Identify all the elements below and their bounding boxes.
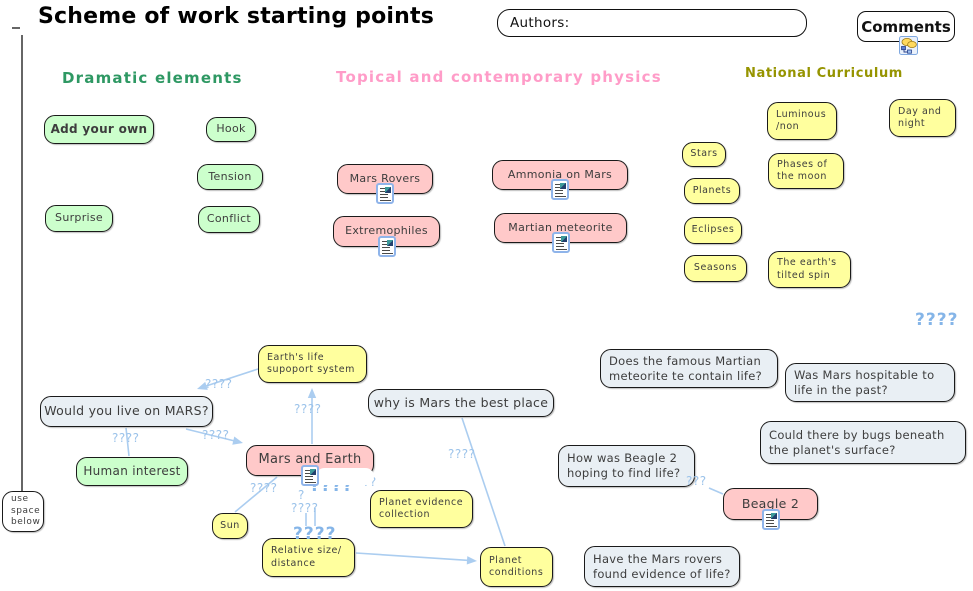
node-have-rovers-found[interactable]: Have the Mars rovers found evidence of l… xyxy=(584,546,740,587)
comments-diagram-icon xyxy=(899,36,918,55)
link-label[interactable]: ???? xyxy=(250,481,278,495)
link-label[interactable]: ???? xyxy=(293,524,337,544)
document-icon[interactable] xyxy=(551,232,570,253)
node-ammonia-on-mars[interactable]: Ammonia on Mars xyxy=(492,160,628,200)
link-label[interactable]: ???? xyxy=(112,431,140,445)
node-day-and-night[interactable]: Day and night xyxy=(889,99,956,137)
node-could-there-be-bugs[interactable]: Could there by bugs beneath the planet's… xyxy=(760,421,966,464)
node-stars[interactable]: Stars xyxy=(682,142,726,167)
node-luminous-non[interactable]: Luminous /non xyxy=(767,102,837,140)
node-seasons[interactable]: Seasons xyxy=(684,255,747,282)
node-add-your-own[interactable]: Add your own xyxy=(44,115,154,144)
node-tension[interactable]: Tension xyxy=(197,164,263,190)
comments-label: Comments xyxy=(861,17,951,36)
node-eclipses[interactable]: Eclipses xyxy=(684,217,742,244)
heading-dramatic-elements: Dramatic elements xyxy=(62,69,243,87)
node-mars-and-earth[interactable]: Mars and Earth xyxy=(246,445,374,486)
node-blank-overlay[interactable] xyxy=(316,468,374,485)
document-icon[interactable] xyxy=(376,183,394,204)
node-why-is-mars-best[interactable]: why is Mars the best place xyxy=(368,389,554,417)
link-label[interactable]: ???? xyxy=(294,402,322,416)
document-icon[interactable] xyxy=(761,509,780,530)
link-label[interactable]: ???? xyxy=(915,310,959,330)
node-sun[interactable]: Sun xyxy=(212,513,248,539)
authors-field[interactable]: Authors: xyxy=(497,9,807,37)
document-icon[interactable] xyxy=(551,179,569,200)
link-label[interactable]: ???? xyxy=(205,377,233,391)
node-extremophiles[interactable]: Extremophiles xyxy=(333,216,440,257)
document-icon[interactable] xyxy=(377,236,396,257)
node-use-space-below[interactable]: use space below xyxy=(2,491,44,532)
node-hook[interactable]: Hook xyxy=(206,117,256,142)
link-label[interactable]: ???? xyxy=(291,501,319,515)
link-label[interactable]: ???? xyxy=(202,428,230,442)
link-label[interactable]: ??? xyxy=(686,474,707,488)
node-beagle-2[interactable]: Beagle 2 xyxy=(723,488,818,530)
page-title: Scheme of work starting points xyxy=(38,4,435,29)
link-label[interactable]: ???? xyxy=(448,447,476,461)
arrowhead xyxy=(466,556,477,565)
node-phases-of-the-moon[interactable]: Phases of the moon xyxy=(768,153,844,189)
node-was-mars-hospitable[interactable]: Was Mars hospitable to life in the past? xyxy=(785,363,955,402)
node-how-was-beagle2[interactable]: How was Beagle 2 hoping to find life? xyxy=(558,445,695,487)
node-relative-size-distance[interactable]: Relative size/ distance xyxy=(262,538,355,577)
comments-button[interactable]: Comments xyxy=(857,11,955,55)
heading-topical-physics: Topical and contemporary physics xyxy=(336,68,662,86)
arrowhead xyxy=(307,388,317,398)
document-icon[interactable] xyxy=(301,465,319,486)
node-conflict[interactable]: Conflict xyxy=(198,206,260,233)
link-line xyxy=(461,417,506,547)
node-mars-rovers[interactable]: Mars Rovers xyxy=(337,164,433,204)
node-surprise[interactable]: Surprise xyxy=(45,205,113,232)
link-label[interactable]: ? xyxy=(298,488,305,502)
node-earths-life-support[interactable]: Earth's life supoport system xyxy=(258,345,367,383)
node-human-interest[interactable]: Human interest xyxy=(76,457,188,486)
arrowhead xyxy=(232,436,243,445)
node-planet-evidence-collection[interactable]: Planet evidence collection xyxy=(370,490,473,528)
node-planets[interactable]: Planets xyxy=(684,178,740,204)
node-planet-conditions[interactable]: Planet conditions xyxy=(480,547,553,587)
node-martian-meteorite[interactable]: Martian meteorite xyxy=(494,213,627,253)
link-line xyxy=(708,487,724,495)
node-does-famous-meteorite[interactable]: Does the famous Martian meteorite te con… xyxy=(600,349,778,388)
authors-label: Authors: xyxy=(510,15,570,31)
node-would-you-live-on-mars[interactable]: Would you live on MARS? xyxy=(40,396,213,427)
link-line xyxy=(355,552,470,562)
heading-national-curriculum: National Curriculum xyxy=(745,66,903,81)
node-earths-tilted-spin[interactable]: The earth's tilted spin xyxy=(768,251,851,288)
